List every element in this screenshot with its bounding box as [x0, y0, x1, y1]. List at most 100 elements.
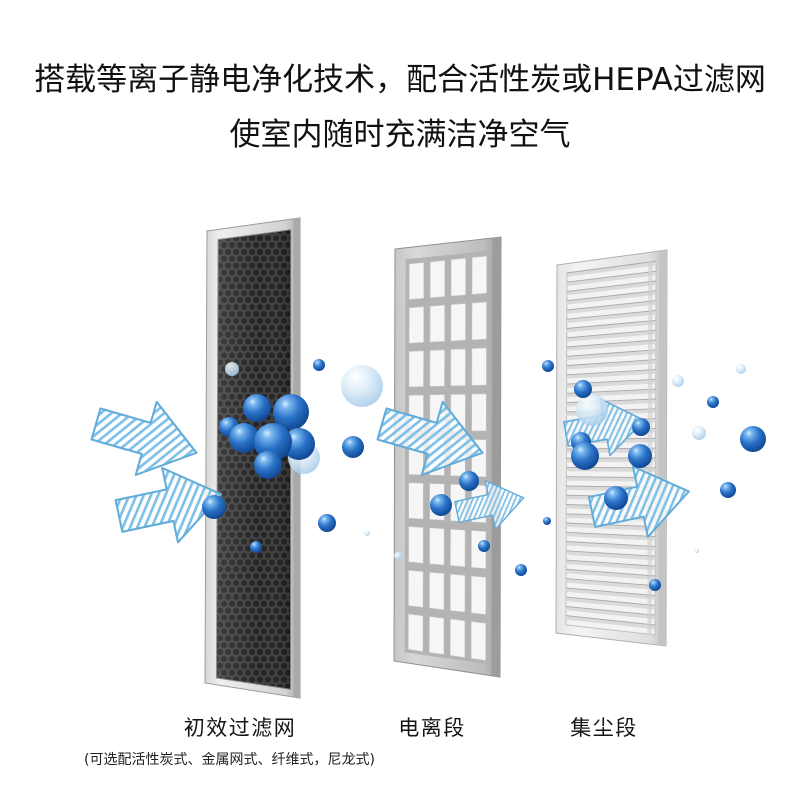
molecule-sphere	[394, 552, 402, 560]
grid-cell	[471, 530, 487, 569]
molecule-sphere	[692, 426, 706, 440]
molecule-sphere	[740, 426, 766, 452]
louver-slat	[566, 587, 656, 600]
molecule-sphere	[273, 394, 309, 430]
grid-cell	[450, 348, 466, 387]
louver-line	[566, 310, 656, 320]
molecule-sphere	[341, 365, 383, 407]
louver-line	[566, 280, 656, 292]
grid-cell	[408, 350, 424, 388]
grid-cell	[471, 393, 487, 432]
filter-label-collector: 集尘段	[570, 716, 638, 740]
grid-cell	[450, 528, 466, 568]
grid-cell	[449, 573, 466, 613]
molecule-sphere	[459, 471, 479, 491]
louver-line	[566, 522, 656, 528]
grid-cell	[450, 257, 467, 297]
grid-cell	[428, 616, 445, 655]
louver-line	[566, 270, 657, 283]
louver-slat	[566, 310, 656, 324]
louver-line	[566, 531, 656, 538]
molecule-sphere	[628, 444, 652, 468]
grid-cell	[471, 301, 487, 341]
louver-slat	[566, 541, 656, 551]
grid-cell	[408, 306, 425, 344]
filter-frame-side	[491, 237, 501, 677]
louver-slat	[565, 615, 655, 630]
molecule-sphere	[604, 486, 628, 510]
louver-line	[566, 541, 656, 547]
molecule-sphere	[318, 514, 336, 532]
molecule-sphere	[313, 359, 325, 371]
louver-line	[566, 290, 656, 302]
louver-slat	[566, 330, 656, 342]
filter-label-ionizer: 电离段	[398, 716, 466, 740]
molecule-sphere	[736, 364, 746, 374]
louver-line	[566, 550, 656, 557]
louver-slat	[566, 290, 656, 305]
molecule-sphere	[649, 579, 661, 591]
airflow-arrow-outline	[84, 386, 208, 491]
prefilter-options-note: (可选配活性炭式、金属网式、纤维式，尼龙式)	[84, 752, 375, 768]
grid-cell	[408, 262, 425, 300]
grid-cell	[471, 255, 487, 295]
molecule-sphere	[225, 362, 239, 376]
molecule-sphere	[478, 540, 490, 552]
molecule-sphere	[254, 423, 292, 461]
molecule-sphere	[543, 517, 551, 525]
louver-slat	[566, 532, 656, 541]
filter-label-prefilter: 初效过滤网	[183, 716, 297, 740]
louver-line	[566, 369, 656, 376]
molecule-layer	[202, 359, 766, 591]
louver-slat	[566, 369, 656, 379]
louver-slat	[566, 340, 656, 351]
airflow-arrow	[84, 386, 208, 491]
louver-line	[566, 260, 657, 274]
grid-cell	[429, 571, 445, 611]
grid-cell	[471, 347, 487, 386]
louver-slat	[566, 597, 656, 610]
louver-slat	[566, 261, 656, 277]
louver-slat	[566, 271, 656, 287]
molecule-sphere	[243, 394, 271, 422]
louver-line	[565, 615, 656, 626]
molecule-sphere	[707, 396, 719, 408]
mesh-shading	[216, 229, 291, 690]
filter-frame-side	[658, 250, 667, 646]
grid-cell	[470, 621, 487, 661]
molecule-sphere	[571, 442, 599, 470]
louver-slat	[566, 550, 656, 561]
grid-cell	[429, 527, 445, 566]
louver-line	[565, 596, 656, 606]
louver-slat	[566, 349, 656, 361]
molecule-sphere	[515, 564, 527, 576]
louver-slat	[566, 320, 656, 333]
molecule-sphere	[229, 423, 259, 453]
grid-cell	[407, 613, 424, 652]
grid-cell	[408, 569, 424, 608]
louver-slat	[566, 300, 656, 314]
louver-line	[565, 587, 656, 597]
grid-cell	[408, 482, 424, 520]
louver-line	[566, 329, 656, 339]
louver-line	[566, 359, 656, 366]
louver-line	[566, 559, 656, 567]
grid-cell	[470, 575, 487, 615]
louver-line	[565, 605, 656, 616]
molecule-sphere	[250, 541, 262, 553]
louver-slat	[566, 569, 656, 580]
molecule-sphere	[632, 418, 650, 436]
molecule-sphere	[430, 494, 452, 516]
louver-slat	[566, 476, 656, 482]
louver-slat	[566, 281, 656, 296]
molecule-sphere	[720, 482, 736, 498]
louver-slat	[566, 606, 656, 620]
molecule-sphere	[542, 360, 554, 372]
louver-line	[565, 578, 656, 587]
prefilter-panel	[204, 217, 301, 699]
headline-line-1: 搭载等离子静电净化技术，配合活性炭或HEPA过滤网	[34, 62, 766, 98]
molecule-sphere	[672, 375, 684, 387]
louver-line	[566, 568, 656, 577]
grid-cell	[449, 618, 466, 658]
louver-divider	[647, 261, 653, 635]
